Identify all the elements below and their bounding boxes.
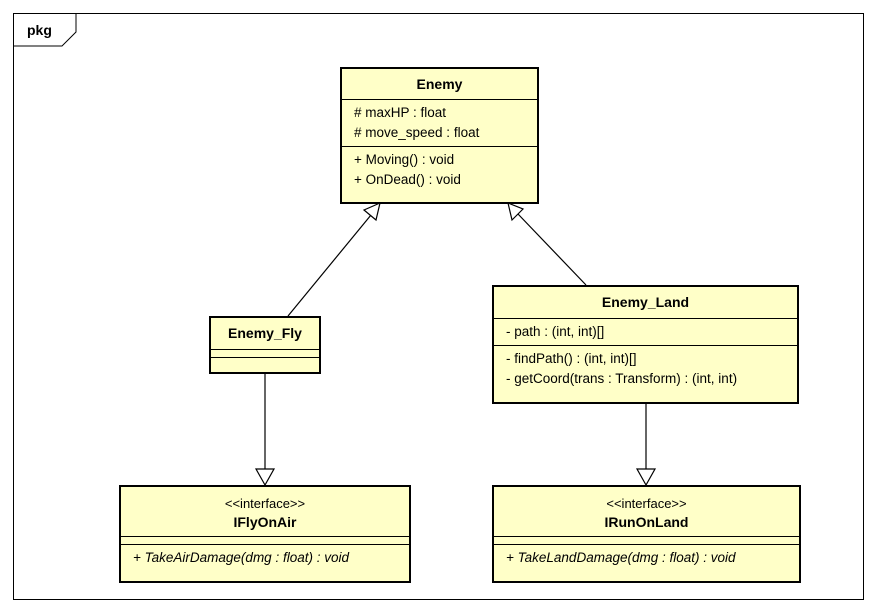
package-tab bbox=[13, 13, 77, 47]
class-enemy-fly-attributes bbox=[211, 350, 319, 358]
interface-irunonland-operations: + TakeLandDamage(dmg : float) : void bbox=[494, 545, 799, 571]
attribute-maxhp: # maxHP : float bbox=[354, 105, 447, 120]
class-enemy-fly[interactable]: Enemy_Fly bbox=[209, 316, 321, 374]
class-enemy-attributes: # maxHP : float # move_speed : float bbox=[342, 100, 537, 147]
class-enemy-land-name: Enemy_Land bbox=[494, 287, 797, 319]
class-enemy-land[interactable]: Enemy_Land - path : (int, int)[] - findP… bbox=[492, 285, 799, 404]
operation-ondead: + OnDead() : void bbox=[354, 172, 461, 187]
realization-arrowhead-land bbox=[635, 468, 657, 487]
attribute-path: - path : (int, int)[] bbox=[506, 324, 605, 339]
generalization-arrowhead-land bbox=[507, 202, 525, 222]
interface-irunonland[interactable]: <<interface>> IRunOnLand + TakeLandDamag… bbox=[492, 485, 801, 583]
interface-iflyonair-header: <<interface>> IFlyOnAir bbox=[121, 487, 409, 537]
generalization-fly-to-enemy bbox=[287, 214, 372, 317]
interface-irunonland-attributes bbox=[494, 537, 799, 545]
class-enemy-land-attributes: - path : (int, int)[] bbox=[494, 319, 797, 346]
realization-arrowhead-fly bbox=[254, 468, 276, 487]
class-enemy-name: Enemy bbox=[342, 69, 537, 100]
class-enemy-land-operations: - findPath() : (int, int)[] - getCoord(t… bbox=[494, 346, 797, 392]
attribute-move-speed: # move_speed : float bbox=[354, 125, 480, 140]
interface-irunonland-name: IRunOnLand bbox=[604, 514, 689, 530]
class-enemy-fly-operations bbox=[211, 358, 319, 365]
generalization-land-to-enemy bbox=[517, 213, 587, 286]
class-enemy[interactable]: Enemy # maxHP : float # move_speed : flo… bbox=[340, 67, 539, 204]
interface-irunonland-stereotype: <<interface>> bbox=[606, 496, 687, 511]
package-label: pkg bbox=[27, 22, 52, 38]
operation-findpath: - findPath() : (int, int)[] bbox=[506, 351, 637, 366]
operation-moving: + Moving() : void bbox=[354, 152, 455, 167]
interface-iflyonair-name: IFlyOnAir bbox=[233, 514, 297, 530]
interface-iflyonair-stereotype: <<interface>> bbox=[224, 496, 306, 511]
interface-iflyonair-attributes bbox=[121, 537, 409, 545]
operation-getcoord: - getCoord(trans : Transform) : (int, in… bbox=[506, 371, 738, 386]
interface-iflyonair[interactable]: <<interface>> IFlyOnAir + TakeAirDamage(… bbox=[119, 485, 411, 583]
operation-takeairdamage: + TakeAirDamage(dmg : float) : void bbox=[133, 550, 349, 565]
generalization-arrowhead-fly bbox=[362, 201, 381, 222]
class-enemy-operations: + Moving() : void + OnDead() : void bbox=[342, 147, 537, 193]
interface-irunonland-header: <<interface>> IRunOnLand bbox=[494, 487, 799, 537]
interface-iflyonair-operations: + TakeAirDamage(dmg : float) : void bbox=[121, 545, 409, 571]
class-enemy-fly-name: Enemy_Fly bbox=[211, 318, 319, 350]
operation-takelanddamage: + TakeLandDamage(dmg : float) : void bbox=[506, 550, 736, 565]
package-frame bbox=[13, 13, 864, 600]
